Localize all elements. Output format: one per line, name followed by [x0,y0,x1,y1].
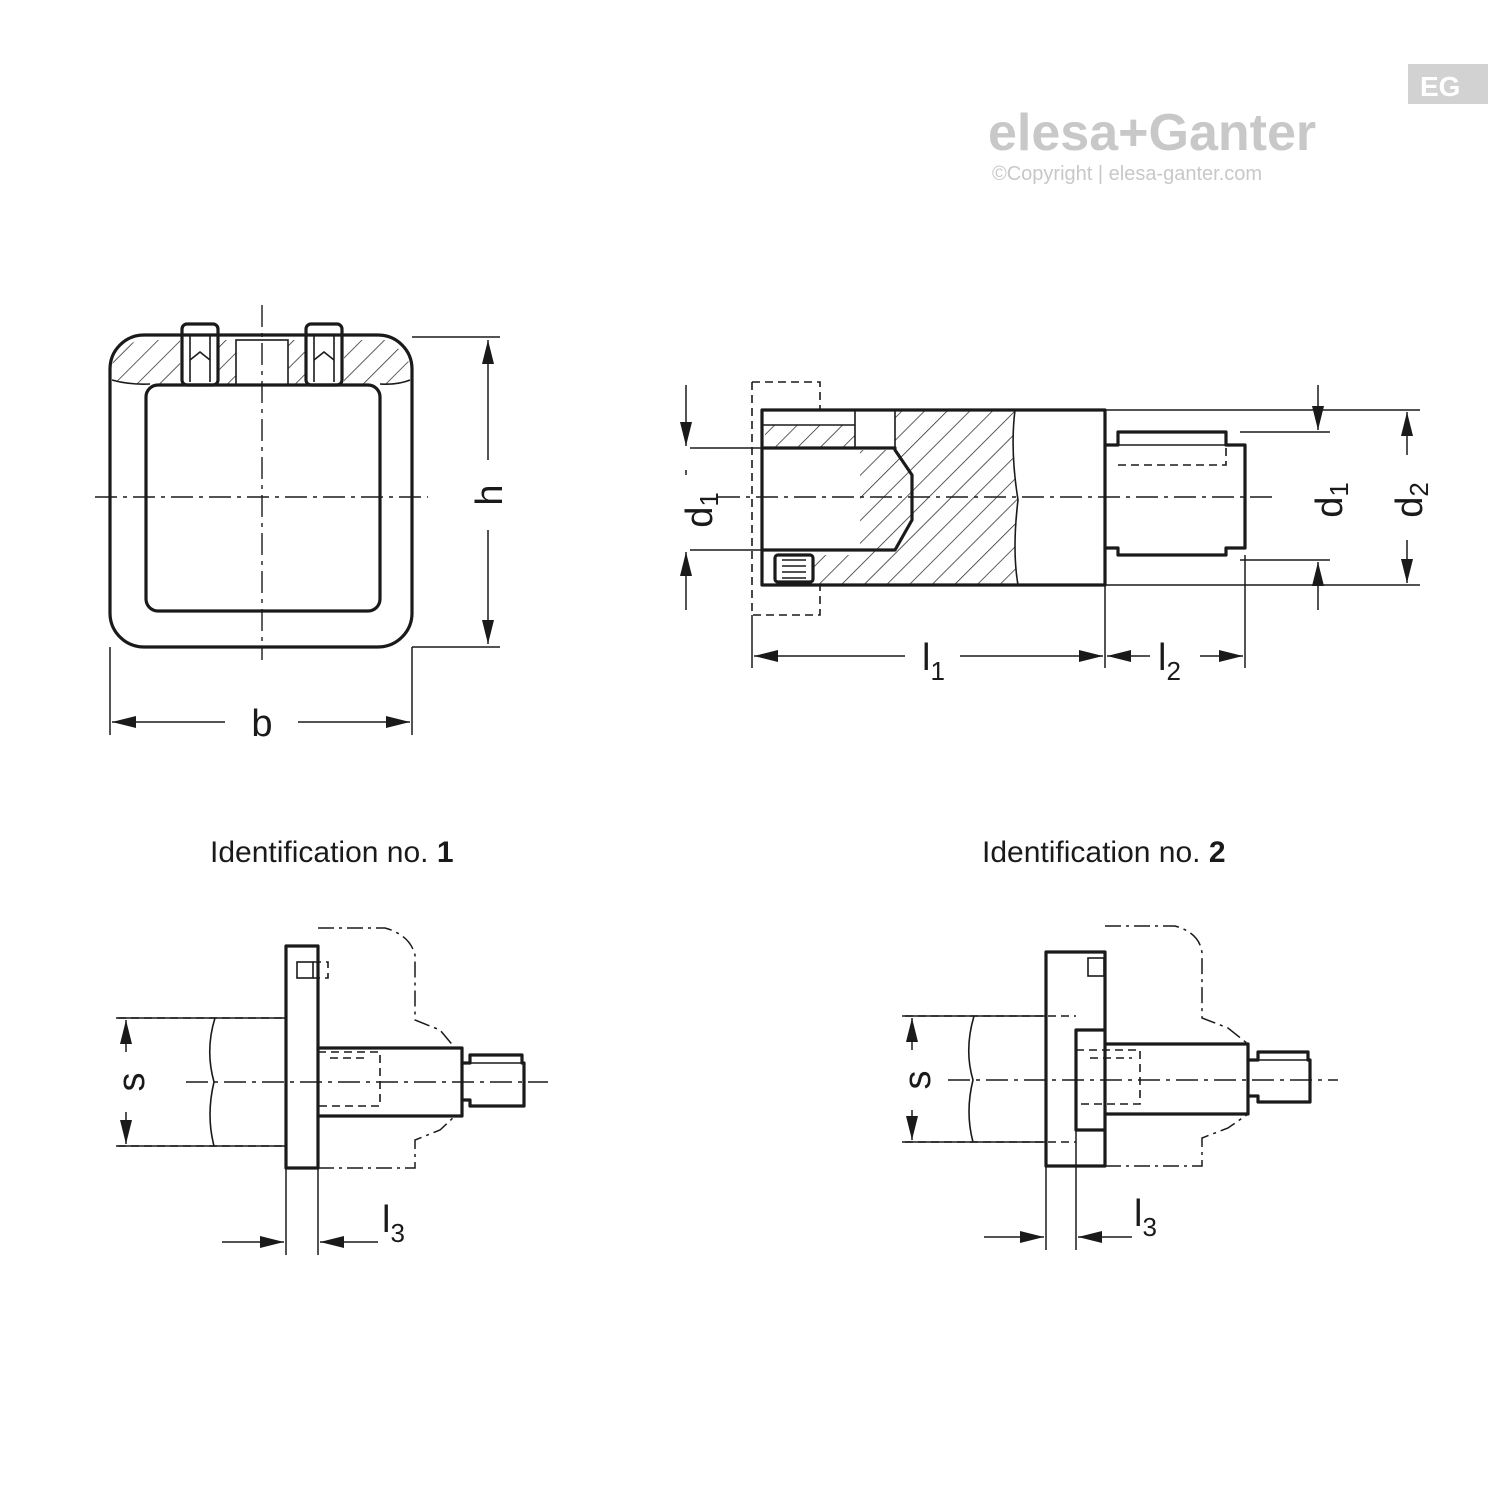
logo-wordmark: elesa+Ganter [988,104,1316,162]
id2-dim-l3-label: l3 [1134,1193,1157,1242]
dim-d1-right-sub: 1 [1324,482,1354,496]
dim-l1-label: l1 [922,637,945,686]
id2-dim-l3-sub: 3 [1142,1212,1156,1242]
caption-identification-2: Identification no. 2 [982,836,1226,869]
logo-badge: EG [1420,71,1460,102]
dim-d2-label: d2 [1389,482,1434,518]
elesa-ganter-logo: elesa+Ganter ©Copyright | elesa-ganter.c… [988,64,1488,185]
caption-1-text: Identification no. [210,836,428,869]
id2-dim-s-label: s [897,1071,939,1090]
dim-l2-letter: l [1158,637,1166,679]
dim-d2-letter: d [1389,497,1431,518]
caption-1-number: 1 [437,836,454,869]
identification-1-view: s l3 [111,927,548,1255]
id1-dim-l3-sub: 3 [390,1218,404,1248]
id1-flange [284,944,320,1170]
dim-b-label: b [251,703,272,745]
eg-badge-icon: EG [1408,64,1488,104]
dim-d1-right-label: d1 [1309,482,1354,518]
dim-d1-left-label: d1 [679,492,724,528]
outer-frame [108,333,414,649]
id2-dim-l3-letter: l [1134,1193,1142,1235]
side-section-view: d1 d1 d2 l1 l2 [679,381,1434,686]
side-set-screw [773,553,815,584]
dim-l1-letter: l [922,637,930,679]
dim-h-label: h [469,484,511,505]
caption-2-text: Identification no. [982,836,1200,869]
dim-l2-sub: 2 [1166,656,1180,686]
dim-d1-left-letter: d [679,507,721,528]
logo-copyright: ©Copyright | elesa-ganter.com [992,163,1262,185]
dim-d2-sub: 2 [1404,482,1434,496]
dim-d1-left-sub: 1 [694,492,724,506]
caption-identification-1: Identification no. 1 [210,836,454,869]
id1-dim-s-label: s [111,1073,153,1092]
dim-l2-label: l2 [1158,637,1181,686]
identification-2-view: s l3 [897,925,1338,1250]
caption-2-number: 2 [1209,836,1226,869]
set-screw-left [180,322,220,387]
inner-window [144,383,382,613]
id1-dim-l3-label: l3 [382,1199,405,1248]
set-screw-right [304,322,344,387]
dim-l1-sub: 1 [930,656,944,686]
front-view: h b [95,305,511,745]
id1-dim-l3-letter: l [382,1199,390,1241]
dim-d1-right-letter: d [1309,497,1351,518]
